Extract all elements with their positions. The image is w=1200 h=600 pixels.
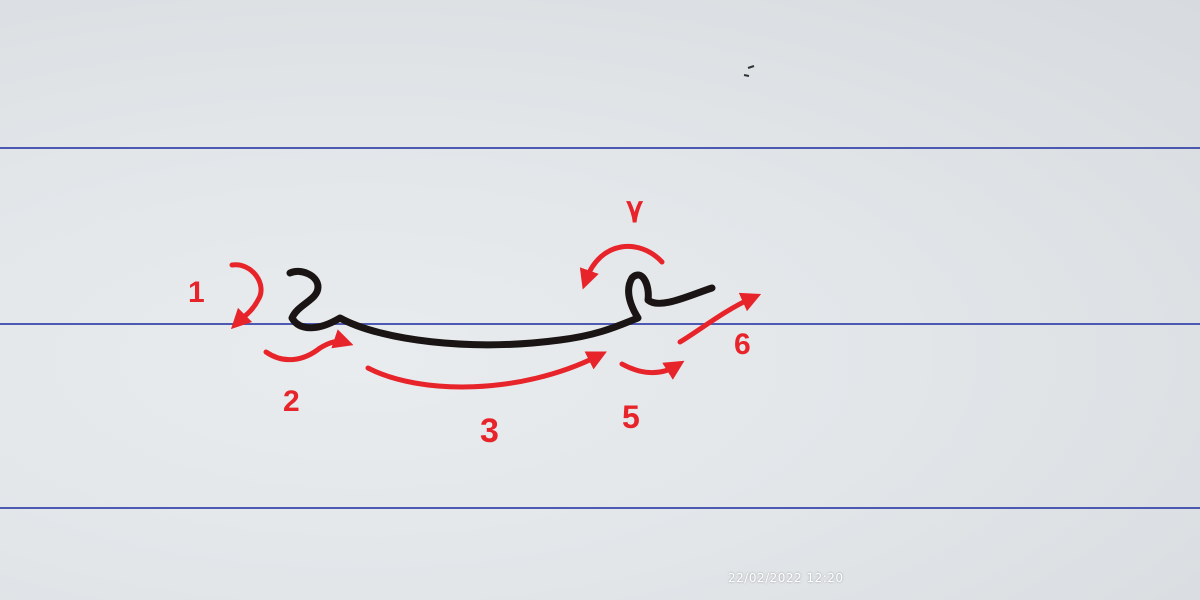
ruled-line [0,147,1200,149]
stroke-number-3: 3 [480,412,499,450]
stroke-arrow-4 [579,244,665,290]
stroke-arrow-1 [229,262,264,330]
ruled-line [0,323,1200,325]
stroke-number-5: 5 [622,399,640,435]
stroke-arrow-5 [619,360,685,380]
photo-timestamp: 22/02/2022 12:20 [728,571,844,585]
stroke-number-4: ۷ [626,193,644,229]
stroke-number-2: 2 [283,385,300,418]
stroke-arrow-2 [263,329,354,363]
stroke-arrow-6 [677,292,762,345]
stroke-arrow-3 [365,351,607,390]
ink-speck [743,65,755,77]
stroke-number-1: 1 [188,276,205,309]
arabic-letter-stroke [286,267,716,349]
ruled-line [0,507,1200,509]
stroke-number-6: 6 [734,328,751,361]
